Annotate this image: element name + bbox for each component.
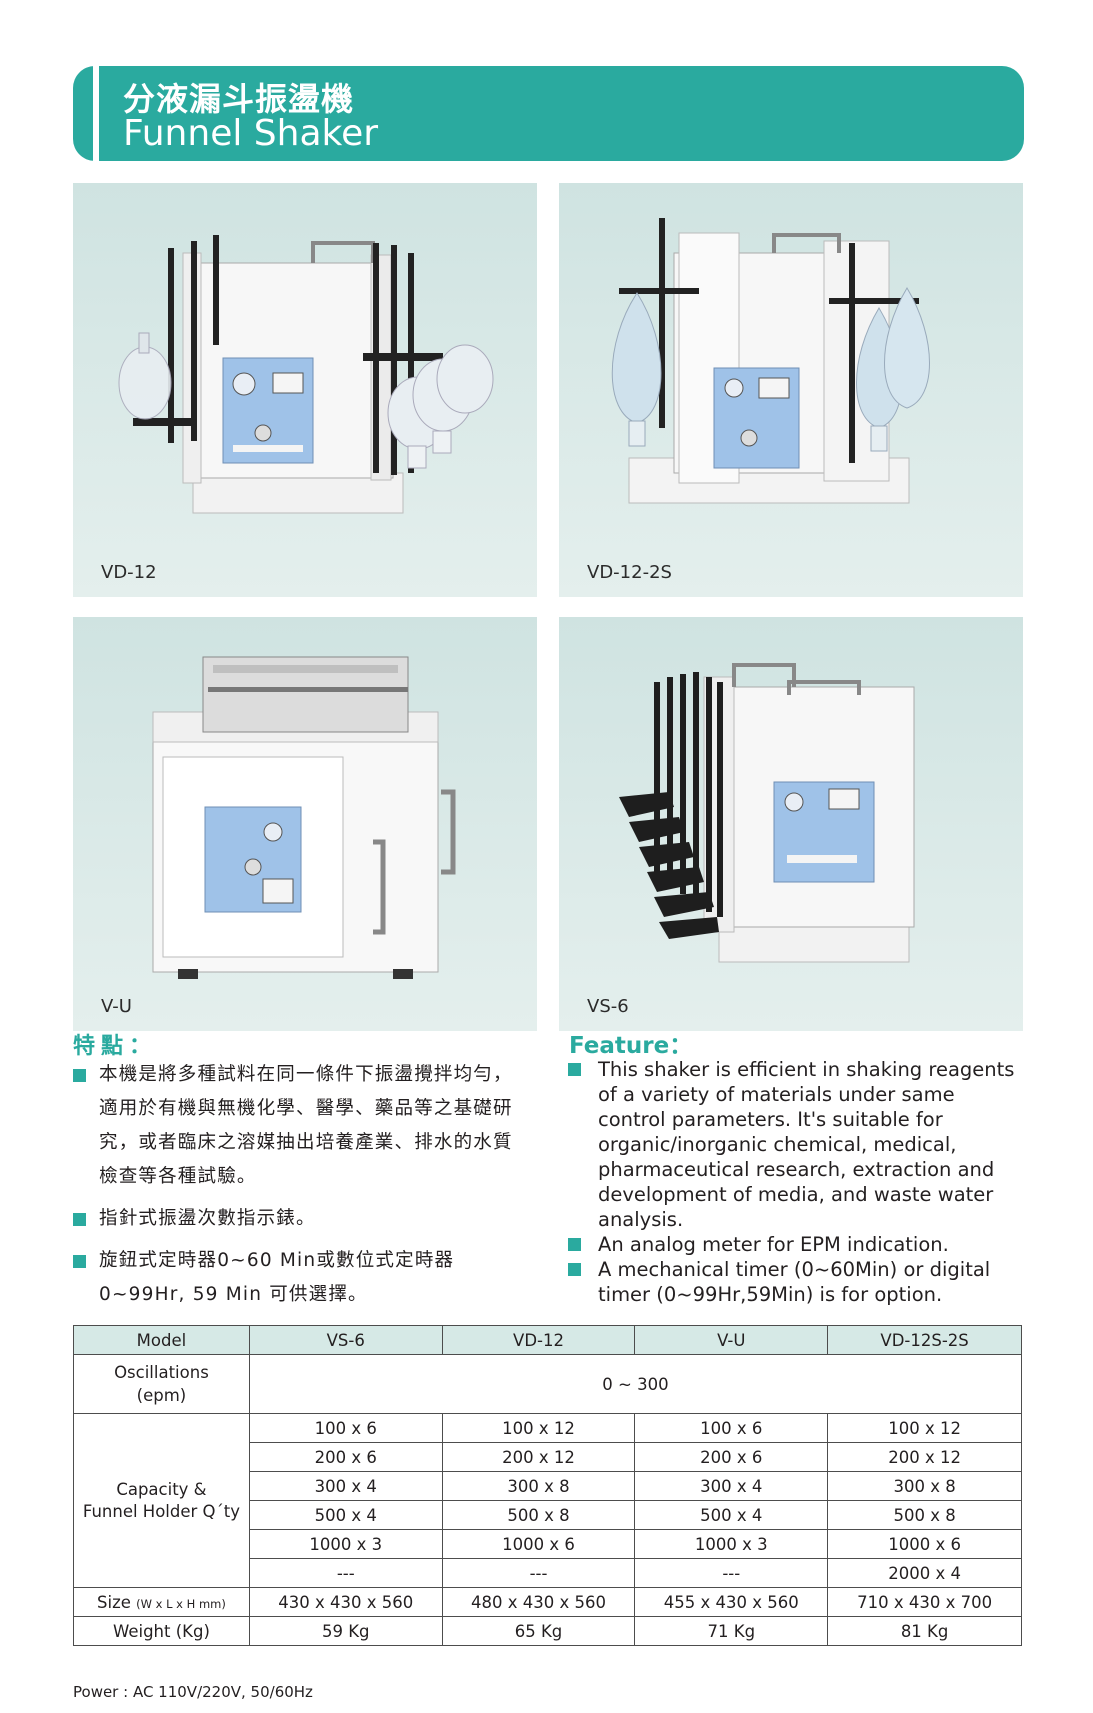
table-row: Capacity & Funnel Holder Q´ty 100 x 6 10… (73, 1413, 1022, 1588)
table-cell: 200 x 6 (634, 1442, 829, 1472)
table-row: 200 x 6 200 x 12 200 x 6 200 x 12 (74, 1442, 1022, 1472)
header-banner: 分液漏斗振盪機 Funnel Shaker (73, 66, 1024, 161)
page-title-en: Funnel Shaker (123, 113, 379, 154)
features-list-zh: 本機是將多種試料在同一條件下振盪攪拌均勻，適用於有機與無機化學、醫學、藥品等之基… (73, 1058, 523, 1320)
capacity-label: Capacity & Funnel Holder Q´ty (73, 1413, 250, 1588)
table-header-cell: VD-12 (441, 1325, 636, 1355)
table-cell: 455 x 430 x 560 (634, 1587, 829, 1617)
table-cell: 100 x 12 (441, 1413, 636, 1443)
table-cell: 500 x 4 (634, 1500, 829, 1530)
power-note: Power : AC 110V/220V, 50/60Hz (73, 1683, 313, 1701)
spec-table: Model VS-6 VD-12 V-U VD-12S-2S Oscillati… (73, 1325, 1023, 1646)
table-cell: 500 x 4 (248, 1500, 443, 1530)
feature-item-en: An analog meter for EPM indication. (568, 1232, 1028, 1257)
table-cell: 1000 x 6 (827, 1529, 1022, 1559)
shaker-illustration-vd-12 (118, 235, 494, 514)
bullet-square-icon (568, 1063, 581, 1076)
features-heading-zh: 特點： (73, 1034, 158, 1059)
oscillations-label: Oscillations (epm) (73, 1354, 250, 1414)
product-model-label: VD-12-2S (587, 562, 672, 583)
product-model-label: V-U (101, 996, 132, 1017)
product-model-label: VS-6 (587, 996, 629, 1017)
table-cell: --- (248, 1558, 443, 1588)
table-header-cell: Model (73, 1325, 250, 1355)
table-cell: 710 x 430 x 700 (827, 1587, 1022, 1617)
table-row: 300 x 4 300 x 8 300 x 4 300 x 8 (74, 1471, 1022, 1501)
table-cell: 1000 x 3 (634, 1529, 829, 1559)
bullet-square-icon (73, 1069, 86, 1082)
bullet-square-icon (73, 1255, 86, 1268)
bullet-square-icon (568, 1263, 581, 1276)
feature-item-zh: 旋鈕式定時器0~60 Min或數位式定時器0~99Hr, 59 Min 可供選擇… (73, 1244, 523, 1312)
table-header-row: Model VS-6 VD-12 V-U VD-12S-2S (73, 1325, 1022, 1355)
table-cell: 100 x 6 (634, 1413, 829, 1443)
table-row-size: Size (W x L x H mm) 430 x 430 x 560 480 … (73, 1587, 1022, 1617)
product-photo-v-u: V-U (73, 617, 537, 1031)
table-header-cell: VD-12S-2S (827, 1325, 1022, 1355)
table-cell: 500 x 8 (827, 1500, 1022, 1530)
bullet-square-icon (73, 1213, 86, 1226)
shaker-illustration-vd-12-2s (611, 218, 930, 504)
feature-item-en: This shaker is efficient in shaking reag… (568, 1057, 1028, 1232)
table-cell: 100 x 12 (827, 1413, 1022, 1443)
product-photo-vs-6: VS-6 (559, 617, 1023, 1031)
table-cell: 300 x 4 (634, 1471, 829, 1501)
table-cell: 480 x 430 x 560 (441, 1587, 636, 1617)
table-cell: 81 Kg (827, 1616, 1022, 1646)
table-cell: 300 x 8 (441, 1471, 636, 1501)
features-list-en: This shaker is efficient in shaking reag… (568, 1057, 1028, 1307)
feature-item-en: A mechanical timer (0~60Min) or digital … (568, 1257, 1028, 1307)
table-cell: 1000 x 6 (441, 1529, 636, 1559)
table-cell: --- (441, 1558, 636, 1588)
bullet-square-icon (568, 1238, 581, 1251)
table-header-cell: V-U (634, 1325, 829, 1355)
table-cell: 200 x 12 (441, 1442, 636, 1472)
table-cell: 2000 x 4 (827, 1558, 1022, 1588)
table-row-weight: Weight (Kg) 59 Kg 65 Kg 71 Kg 81 Kg (73, 1616, 1022, 1646)
oscillations-value: 0 ~ 300 (248, 1354, 1023, 1414)
product-model-label: VD-12 (101, 562, 157, 583)
page-title-zh: 分液漏斗振盪機 (123, 80, 355, 118)
table-cell: 1000 x 3 (248, 1529, 443, 1559)
banner-divider (93, 66, 99, 161)
shaker-illustration-vs-6 (619, 663, 915, 963)
table-header-cell: VS-6 (248, 1325, 443, 1355)
table-cell: 500 x 8 (441, 1500, 636, 1530)
table-cell: 65 Kg (441, 1616, 636, 1646)
shaker-illustration-v-u (152, 656, 456, 979)
table-cell: 71 Kg (634, 1616, 829, 1646)
weight-label: Weight (Kg) (73, 1616, 250, 1646)
table-cell: 59 Kg (248, 1616, 443, 1646)
size-label: Size (W x L x H mm) (73, 1587, 250, 1617)
table-cell: 200 x 6 (248, 1442, 443, 1472)
feature-item-zh: 指針式振盪次數指示錶。 (73, 1202, 523, 1236)
table-cell: 300 x 4 (248, 1471, 443, 1501)
table-row-oscillations: Oscillations (epm) 0 ~ 300 (73, 1354, 1023, 1414)
product-photo-vd-12-2s: VD-12-2S (559, 183, 1023, 597)
table-cell: --- (634, 1558, 829, 1588)
feature-item-zh: 本機是將多種試料在同一條件下振盪攪拌均勻，適用於有機與無機化學、醫學、藥品等之基… (73, 1058, 523, 1194)
table-cell: 300 x 8 (827, 1471, 1022, 1501)
features-heading-en: Feature： (569, 1033, 693, 1059)
table-row: --- --- --- 2000 x 4 (74, 1558, 1022, 1588)
table-cell: 430 x 430 x 560 (248, 1587, 443, 1617)
product-photo-vd-12: VD-12 (73, 183, 537, 597)
table-cell: 100 x 6 (248, 1413, 443, 1443)
table-cell: 200 x 12 (827, 1442, 1022, 1472)
